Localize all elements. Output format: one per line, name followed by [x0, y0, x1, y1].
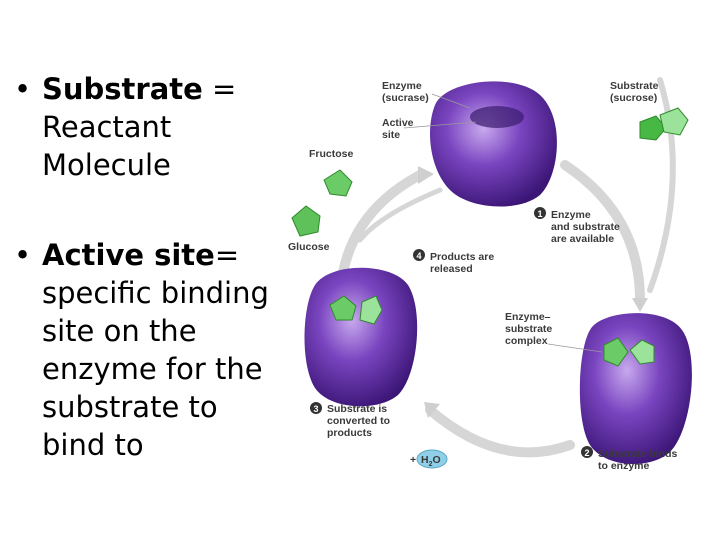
pointer-line — [403, 121, 477, 129]
cycle-arrow-2 — [425, 405, 575, 458]
substrate-label: Substrate(sucrose) — [610, 80, 659, 104]
enzyme-top — [430, 81, 557, 207]
enzyme-right — [579, 313, 692, 465]
svg-text:H2O: H2O — [421, 454, 441, 468]
svg-text:4: 4 — [416, 251, 421, 261]
active-site-pocket — [470, 106, 524, 128]
svg-text:1: 1 — [537, 209, 542, 219]
equals-sign: = — [202, 72, 237, 106]
equals-sign: = — [214, 238, 240, 272]
svg-text:3: 3 — [313, 404, 318, 414]
glucose-molecule — [291, 205, 321, 237]
enzyme-left — [304, 267, 418, 407]
fructose-label: Fructose — [309, 148, 354, 160]
bullet-dot: • — [14, 238, 32, 272]
bullet-dot: • — [14, 72, 32, 106]
definition-active-site: specific binding site on the enzyme for … — [42, 276, 269, 462]
glucose-label: Glucose — [288, 241, 330, 253]
enzyme-label: Enzyme(sucrase) — [382, 80, 429, 104]
svg-text:+: + — [410, 454, 416, 466]
fructose-molecule — [323, 169, 353, 197]
release-arrow — [357, 187, 443, 243]
water-molecule: + H2O — [410, 449, 448, 469]
svg-text:2: 2 — [584, 448, 589, 458]
substrate-sucrose-molecule — [639, 107, 689, 141]
bullet-active-site: • Active site= specific binding site on … — [14, 236, 284, 464]
term-substrate: Substrate — [42, 72, 203, 106]
arrow-head-icon — [418, 166, 434, 184]
substrate-entry-arrow — [647, 77, 676, 293]
definition-substrate: Reactant Molecule — [42, 110, 172, 182]
products-left — [329, 295, 383, 325]
cycle-arrow-1 — [560, 160, 645, 305]
bullet-substrate: • Substrate = Reactant Molecule — [14, 70, 284, 184]
pointer-line — [547, 343, 603, 353]
pointer-line — [431, 93, 471, 109]
arrow-head-icon — [632, 298, 648, 312]
term-active-site: Active site — [42, 238, 215, 272]
bullet-list: • Substrate = Reactant Molecule • Active… — [14, 70, 284, 464]
bound-substrate-right — [603, 337, 655, 367]
arrow-head-icon — [424, 402, 440, 418]
